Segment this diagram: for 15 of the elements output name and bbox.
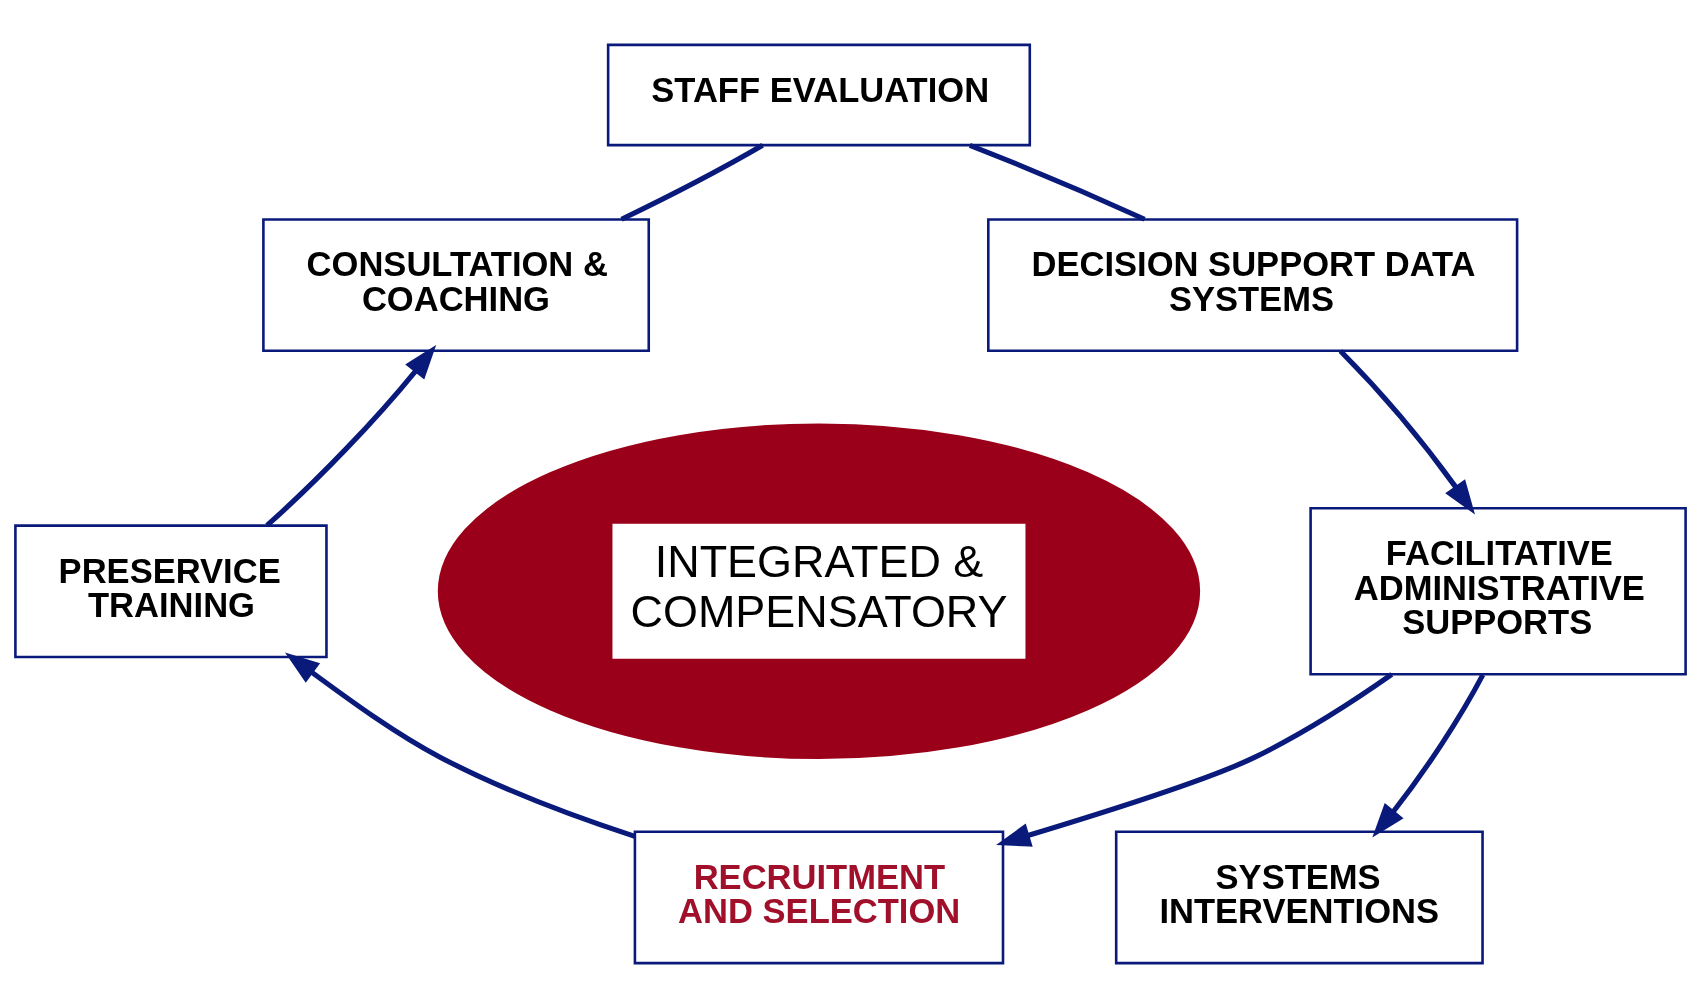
node-box: CONSULTATION & COACHING: [262, 217, 651, 352]
arrow: [265, 344, 437, 527]
node-box: FACILITATIVE ADMINISTRATIVE SUPPORTS: [1309, 506, 1687, 675]
node-ellipse: INTEGRATED & COMPENSATORY: [437, 423, 1201, 759]
arrow: [996, 671, 1394, 847]
connector: [968, 142, 1146, 222]
arrow: [1338, 348, 1475, 515]
node-box: STAFF EVALUATION: [606, 43, 1032, 146]
node-box: PRESERVICE TRAINING: [14, 523, 328, 658]
connector: [620, 142, 764, 222]
arrow: [285, 652, 636, 839]
node-box: DECISION SUPPORT DATA SYSTEMS: [987, 217, 1519, 352]
node-box: RECRUITMENT AND SELECTION: [633, 829, 1005, 964]
arrow: [1372, 673, 1486, 838]
node-box: SYSTEMS INTERVENTIONS: [1114, 829, 1484, 964]
